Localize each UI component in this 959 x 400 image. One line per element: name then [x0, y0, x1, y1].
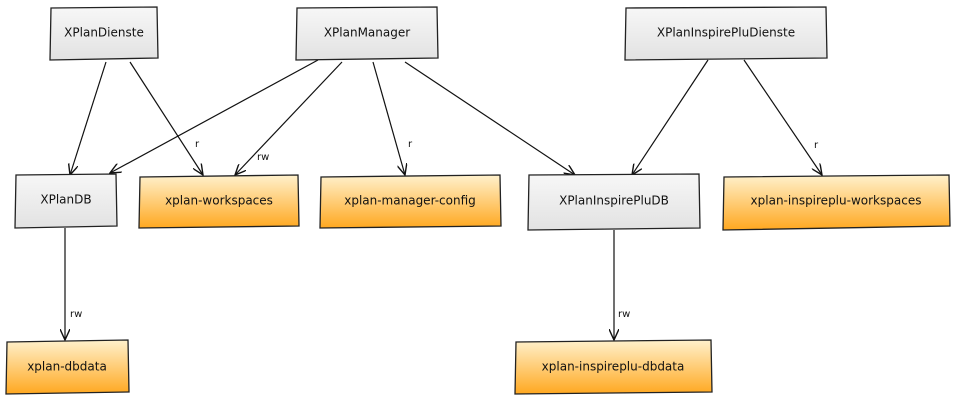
node-xplan-dbdata: xplan-dbdata: [5, 339, 130, 395]
edge-manager-to-workspaces: [235, 61, 343, 175]
edge-label-inspire-db-dbdata: rw: [618, 309, 630, 320]
node-xplan-workspaces: xplan-workspaces: [138, 174, 300, 229]
node-label: XPlanDienste: [64, 26, 144, 40]
node-label: xplan-manager-config: [344, 194, 476, 208]
node-label: XPlanDB: [40, 193, 91, 207]
node-label: XPlanManager: [324, 26, 410, 40]
edge-manager-to-db: [110, 59, 319, 173]
edge-manager-to-inspire-db: [404, 61, 575, 175]
edge-label-manager-config: r: [408, 139, 413, 150]
edge-inspire-dienste-to-inspire-db: [632, 59, 709, 175]
edge-dienste-to-db: [70, 61, 107, 175]
node-label: xplan-inspireplu-dbdata: [542, 360, 685, 374]
node-label: XPlanInspirePluDienste: [657, 26, 795, 40]
edge-inspire-dienste-to-workspaces: [743, 59, 822, 175]
node-label: xplan-dbdata: [27, 360, 107, 374]
edge-label-dienste-workspaces: r: [195, 139, 200, 150]
edge-manager-to-config: [372, 61, 405, 175]
edge-label-inspire-dienste-workspaces: r: [814, 140, 819, 151]
node-xplan-inspire-plu-db: XPlanInspirePluDB: [527, 173, 701, 231]
node-label: XPlanInspirePluDB: [559, 194, 669, 208]
node-label: xplan-inspireplu-workspaces: [751, 194, 922, 208]
nodes: XPlanDienste XPlanManager XPlanInspirePl…: [5, 6, 951, 395]
node-xplan-inspire-plu-dienste: XPlanInspirePluDienste: [624, 6, 828, 61]
node-xplan-manager: XPlanManager: [295, 6, 439, 61]
edge-label-db-dbdata: rw: [70, 309, 82, 320]
node-xplan-inspireplu-dbdata: xplan-inspireplu-dbdata: [514, 339, 713, 395]
node-label: xplan-workspaces: [165, 194, 273, 208]
node-xplan-db: XPlanDB: [14, 173, 118, 229]
edge-label-manager-workspaces: rw: [257, 152, 269, 163]
node-xplan-dienste: XPlanDienste: [49, 6, 159, 61]
edge-dienste-to-workspaces: [129, 61, 203, 175]
node-xplan-inspireplu-workspaces: xplan-inspireplu-workspaces: [722, 174, 951, 231]
edges: r rw r r rw rw: [65, 59, 822, 340]
node-xplan-manager-config: xplan-manager-config: [319, 174, 502, 229]
